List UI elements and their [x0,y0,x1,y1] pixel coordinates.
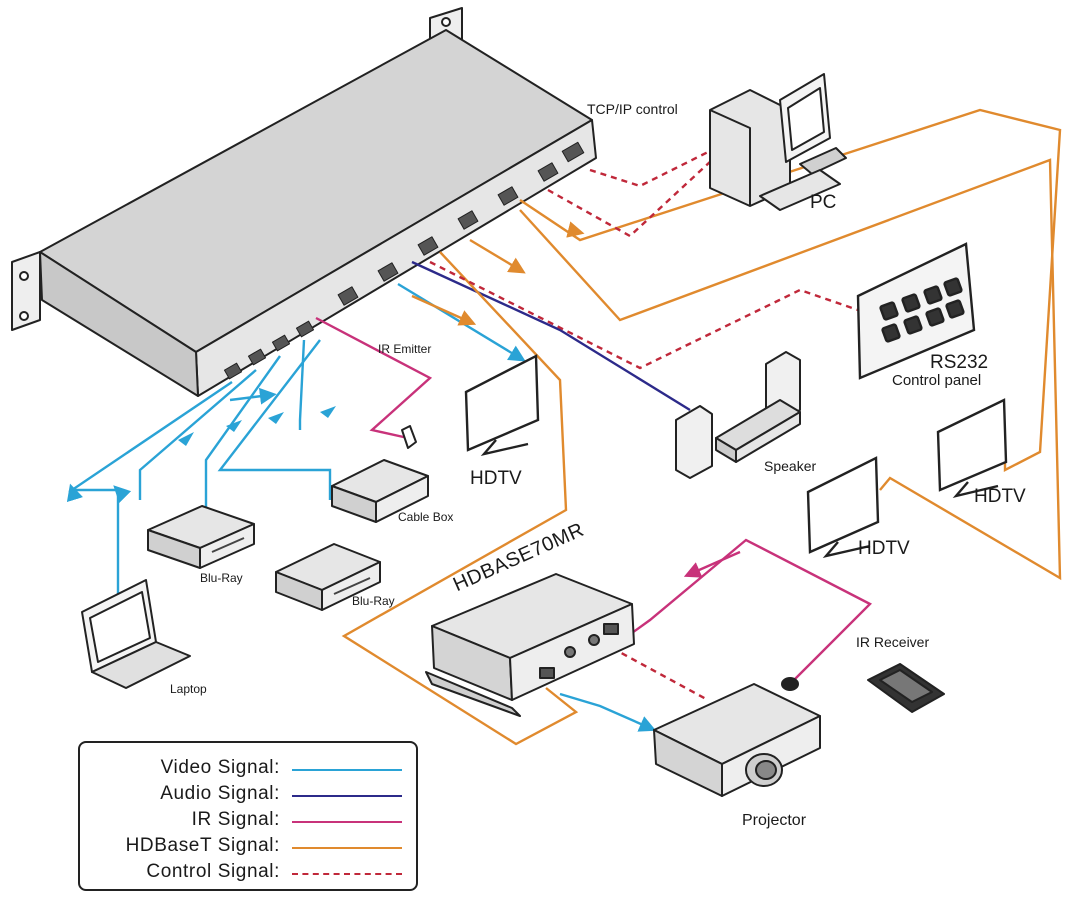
hdtv-label-2: HDTV [974,486,1026,507]
legend-label-video: Video Signal: [160,757,280,778]
ir-receiver-label: IR Receiver [856,634,930,650]
control-panel-label: Control panel [892,372,982,389]
video-lines [66,282,657,732]
matrix-switcher [11,7,597,397]
legend-swatch-hdbaset [292,847,402,849]
video-arrow-heads [178,406,336,446]
audio-line [411,260,691,412]
bluray-label-1: Blu-Ray [200,571,243,585]
bluray-2-icon [275,543,381,611]
legend-row-hdbaset: HDBaseT Signal: [80,835,416,861]
cable-box-label: Cable Box [398,510,454,524]
hdtv-3-icon [806,456,880,558]
legend-row-control: Control Signal: [80,861,416,887]
legend-swatch-control [292,873,402,875]
legend-swatch-audio [292,795,402,797]
laptop-icon [81,579,191,689]
legend-row-video: Video Signal: [80,757,416,783]
hdbase70mr-icon [425,573,635,717]
control-lines [429,148,859,702]
ir-emitter-label: IR Emitter [378,342,432,356]
projector-label: Projector [742,812,807,829]
laptop-label: Laptop [170,682,207,696]
legend-row-ir: IR Signal: [80,809,416,835]
hdbaset-lines [341,108,1062,746]
hdtv-2-icon [936,398,1008,499]
remote-control-icon [867,663,945,713]
signal-legend: Video Signal: Audio Signal: IR Signal: H… [78,741,418,891]
ir-receiver-icon [781,677,799,691]
pc-label: PC [810,192,837,213]
hdtv-1-icon [464,354,540,456]
legend-swatch-ir [292,821,402,823]
hdtv-label-3: HDTV [858,538,910,559]
tcpip-control-label: TCP/IP control [587,101,678,117]
legend-label-audio: Audio Signal: [160,783,280,804]
speaker-icon [675,351,801,479]
speaker-label: Speaker [764,458,817,474]
projector-icon [653,683,821,797]
rs232-panel-icon [856,242,976,380]
pc-icon [709,73,847,211]
legend-label-ir: IR Signal: [191,809,280,830]
hdtv-label-1: HDTV [470,468,522,489]
rs232-label: RS232 [930,352,989,373]
legend-row-audio: Audio Signal: [80,783,416,809]
legend-swatch-video [292,769,402,771]
legend-label-hdbaset: HDBaseT Signal: [125,835,280,856]
cable-box-icon [331,425,429,523]
bluray-1-icon [147,505,255,569]
legend-label-control: Control Signal: [146,861,280,882]
bluray-label-2: Blu-Ray [352,594,395,608]
